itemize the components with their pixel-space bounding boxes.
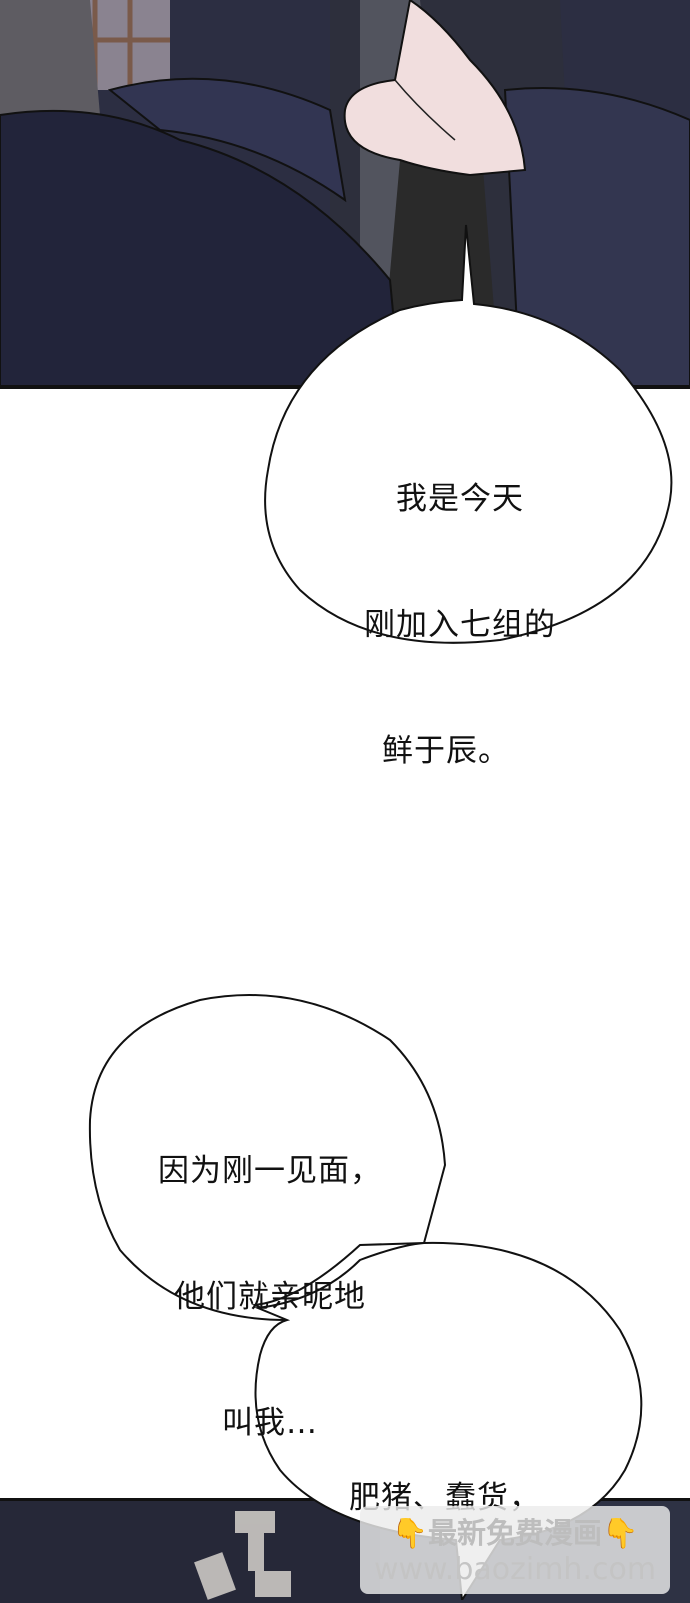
pointing-down-icon: 👇	[391, 1516, 428, 1550]
bubble-line: 我是今天	[396, 481, 524, 517]
pointing-down-icon: 👇	[602, 1516, 639, 1550]
bubble-line: 刚加入七组的	[364, 607, 556, 643]
watermark-title: 👇最新免费漫画👇	[391, 1516, 639, 1550]
comic-panel-top	[0, 0, 690, 389]
bubble-line: 叫我…	[222, 1405, 318, 1441]
bubble-lead-text: 因为刚一见面， 他们就亲昵地 叫我…	[125, 1066, 415, 1486]
bubble-line: 他们就亲昵地	[174, 1279, 366, 1315]
site-watermark[interactable]: 👇最新免费漫画👇 www.baozimh.com	[360, 1506, 670, 1594]
bubble-intro-text: 我是今天 刚加入七组的 鲜于辰。	[330, 394, 590, 814]
bubble-line: 因为刚一见面，	[158, 1153, 382, 1189]
bubble-line: 鲜于辰。	[382, 733, 510, 769]
watermark-url[interactable]: www.baozimh.com	[373, 1552, 657, 1587]
robed-figures-illustration	[0, 0, 690, 386]
